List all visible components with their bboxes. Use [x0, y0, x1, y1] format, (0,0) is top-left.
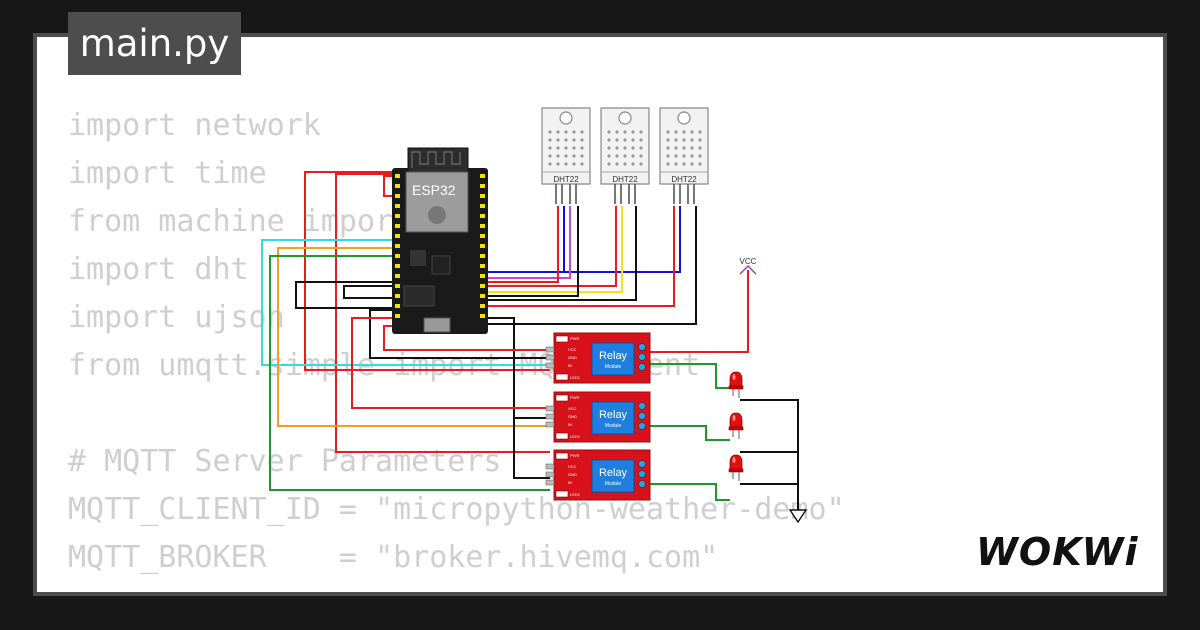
relay-sublabel: Module: [605, 364, 622, 370]
code-line: import dht: [68, 252, 249, 287]
relay-label: Relay: [599, 467, 628, 479]
esp32-label: ESP32: [412, 182, 456, 198]
wire-black: [480, 317, 550, 419]
svg-text:PWR: PWR: [570, 453, 579, 458]
wire-red: [335, 173, 550, 453]
wire-orange: [277, 247, 550, 427]
svg-text:VCC: VCC: [568, 406, 577, 411]
code-line: import network: [68, 108, 321, 143]
wire-red: [351, 317, 550, 409]
vcc-marker: VCC: [739, 257, 757, 275]
file-tab[interactable]: main.py: [68, 12, 241, 75]
wire-green: [650, 483, 730, 501]
relay-label: Relay: [599, 409, 628, 421]
relay-sublabel: Module: [605, 423, 622, 429]
dht22-label: DHT22: [671, 175, 697, 184]
svg-text:IN: IN: [568, 480, 572, 485]
dht22-sensor[interactable]: DHT22: [659, 107, 709, 205]
relay-sublabel: Module: [605, 481, 622, 487]
dht22-label: DHT22: [553, 175, 579, 184]
wire-green: [269, 255, 550, 491]
esp32-board[interactable]: ESP32: [392, 147, 488, 334]
code-line: MQTT_USER = "": [68, 582, 845, 592]
wire-green: [650, 425, 730, 441]
svg-text:GND: GND: [568, 355, 577, 360]
wire-red: [304, 171, 550, 371]
wire-red: [480, 206, 559, 283]
svg-text:LED1: LED1: [570, 492, 581, 497]
led-icon[interactable]: [728, 454, 744, 482]
wire-black: [480, 206, 697, 325]
dht22-sensor[interactable]: DHT22: [600, 107, 650, 205]
wire-black: [295, 281, 398, 309]
relay-module[interactable]: Relay Module PWR LED1 VCC GND IN: [545, 449, 651, 501]
wire-red: [383, 325, 550, 351]
svg-text:PWR: PWR: [570, 336, 579, 341]
relay-label: Relay: [599, 350, 628, 362]
espressif-logo-icon: [428, 206, 446, 224]
dht22-label: DHT22: [612, 175, 638, 184]
wire-cyan: [261, 239, 550, 366]
led-icon[interactable]: [728, 371, 744, 399]
svg-text:LED1: LED1: [570, 434, 581, 439]
code-line: import time: [68, 156, 267, 191]
wire-blue: [564, 206, 681, 273]
wokwi-logo: WOKWi: [976, 530, 1139, 574]
wire-black: [480, 206, 637, 301]
wire-black: [480, 206, 579, 297]
relay-module[interactable]: Relay Module PWR LED1 VCC GND IN: [545, 332, 651, 384]
svg-text:GND: GND: [568, 414, 577, 419]
wire-red: [383, 175, 398, 197]
wire-red: [488, 206, 617, 287]
relay-module[interactable]: Relay Module PWR LED1 VCC GND IN: [545, 391, 651, 443]
svg-text:LED1: LED1: [570, 375, 581, 380]
dht22-sensor[interactable]: DHT22: [541, 107, 591, 205]
code-line: MQTT_CLIENT_ID = "micropython-weather-de…: [68, 492, 845, 527]
wire-yellow: [480, 206, 623, 293]
svg-text:GND: GND: [568, 472, 577, 477]
wire-green: [650, 363, 730, 389]
code-line: MQTT_BROKER = "broker.hivemq.com": [68, 540, 719, 575]
svg-text:VCC: VCC: [568, 464, 577, 469]
wire-black: [513, 418, 550, 479]
svg-text:IN: IN: [568, 363, 572, 368]
ground-icon: [788, 509, 808, 524]
wire-red: [650, 270, 749, 353]
led-icon[interactable]: [728, 412, 744, 440]
code-line: # MQTT Server Parameters: [68, 444, 502, 479]
svg-text:IN: IN: [568, 422, 572, 427]
svg-text:VCC: VCC: [568, 347, 577, 352]
wire-magenta: [480, 206, 571, 279]
wire-black: [740, 399, 799, 510]
svg-text:PWR: PWR: [570, 395, 579, 400]
wire-red: [480, 206, 675, 307]
wire-blue: [480, 206, 565, 273]
svg-text:VCC: VCC: [740, 257, 757, 266]
